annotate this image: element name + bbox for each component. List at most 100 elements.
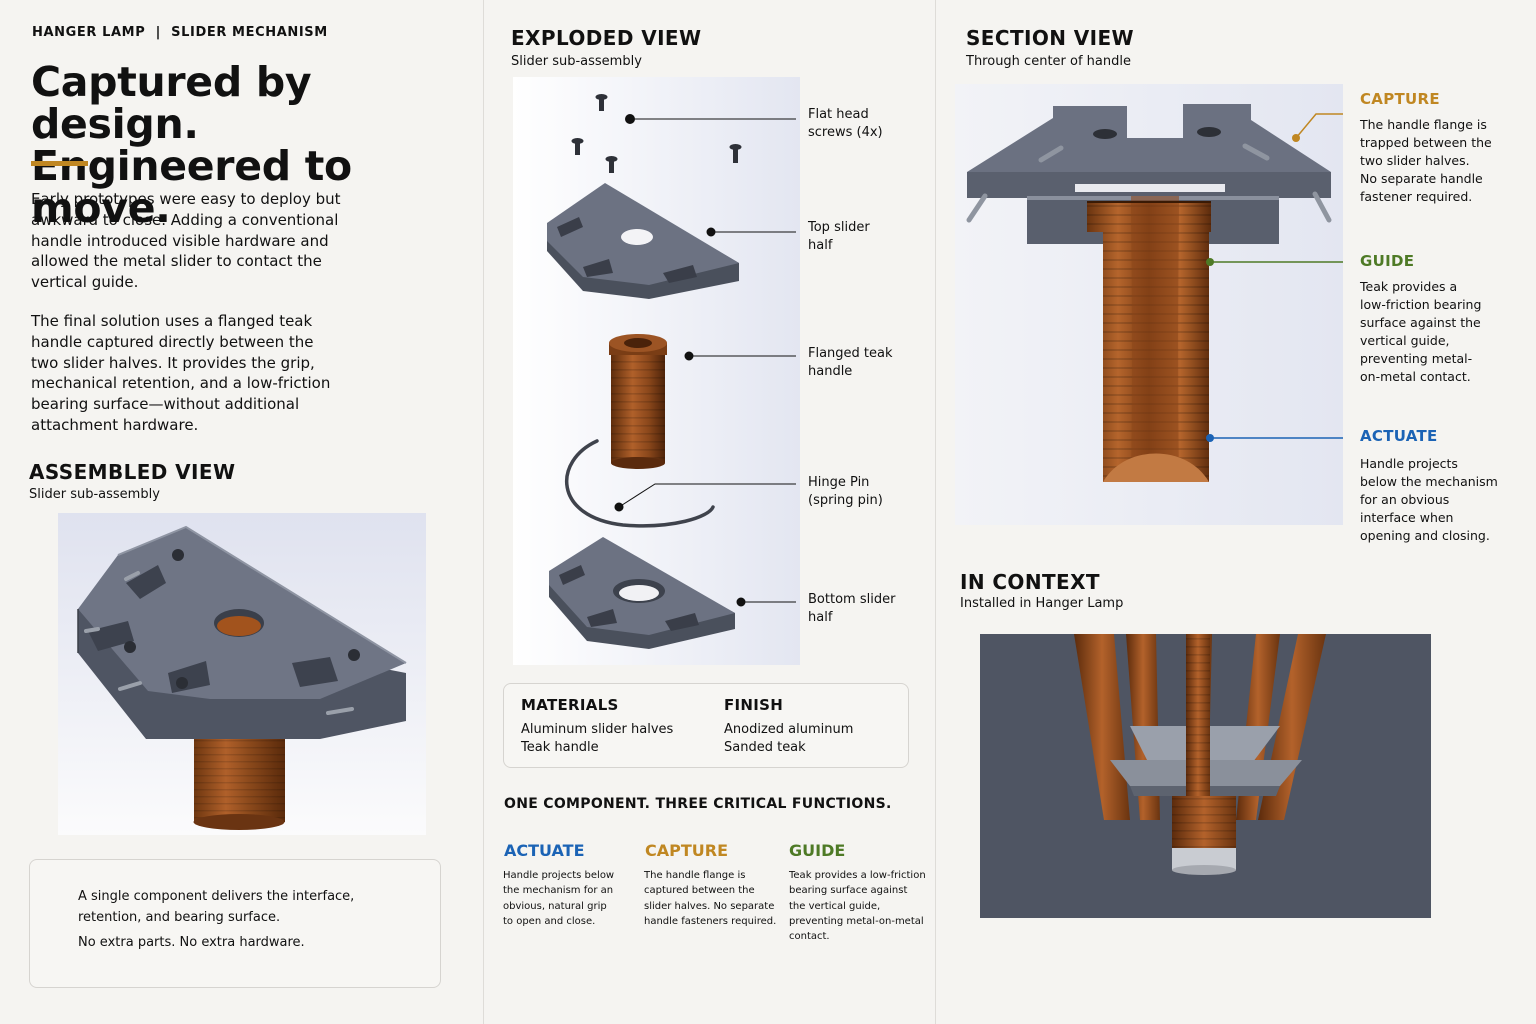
text-line: below the mechanism <box>1360 473 1498 489</box>
function-guide-title: GUIDE <box>789 841 846 860</box>
materials-item: Teak handle <box>521 740 599 755</box>
column-divider-left <box>483 0 484 1024</box>
intro-paragraph-1: Early prototypes were easy to deploy but… <box>31 189 451 293</box>
text-line: No separate handle <box>1360 170 1483 186</box>
text-line: interface when <box>1360 509 1454 525</box>
exploded-view-render <box>513 77 800 665</box>
function-capture-title: CAPTURE <box>645 841 729 860</box>
finish-item: Anodized aluminum <box>724 722 854 737</box>
label-line: handle <box>808 364 853 379</box>
para2-line: handle captured directly between the <box>31 332 314 351</box>
header-kicker: HANGER LAMP | SLIDER MECHANISM <box>32 25 328 40</box>
text-line: the mechanism for an <box>503 885 614 897</box>
headline-line-1: Captured by design. <box>31 58 312 148</box>
text-line: the vertical guide, <box>789 900 881 912</box>
text-line: surface against the <box>1360 314 1481 330</box>
text-line: Handle projects <box>1360 456 1458 471</box>
text-line: Handle projects below <box>503 870 615 881</box>
label-line: screws (4x) <box>808 125 883 140</box>
label-line: Hinge Pin <box>808 475 870 490</box>
para1-line: handle introduced visible hardware and <box>31 231 329 250</box>
section-actuate-title: ACTUATE <box>1360 427 1438 445</box>
label-line: Flat head <box>808 107 869 122</box>
text-line: vertical guide, <box>1360 332 1450 348</box>
text-line: Teak provides a low-friction <box>789 870 926 881</box>
text-line: The handle flange is <box>1360 117 1487 132</box>
label-line: Flanged teak <box>808 346 893 361</box>
text-line: The handle flange is <box>644 870 746 881</box>
materials-item: Aluminum slider halves <box>521 722 674 737</box>
in-context-subtitle: Installed in Hanger Lamp <box>960 596 1124 611</box>
label-line: half <box>808 610 833 625</box>
text-line: preventing metal-on-metal <box>789 915 924 927</box>
text-line: trapped between the <box>1360 134 1492 150</box>
function-actuate-title: ACTUATE <box>504 841 585 860</box>
text-line: slider halves. No separate <box>644 900 775 912</box>
para1-line: allowed the metal slider to contact the <box>31 252 322 271</box>
para2-line: attachment hardware. <box>31 415 199 434</box>
text-line: obvious, natural grip <box>503 900 607 912</box>
assembled-view-title: ASSEMBLED VIEW <box>29 460 236 484</box>
label-top-slider-half: Top slider half <box>808 219 870 255</box>
section-view-render <box>955 84 1343 525</box>
para1-line: awkward to close. Adding a conventional <box>31 210 339 229</box>
headline-line-2: Engineered to move. <box>31 142 352 232</box>
in-context-title: IN CONTEXT <box>960 570 1100 594</box>
label-line: half <box>808 238 833 253</box>
label-line: Top slider <box>808 220 870 235</box>
exploded-view-title: EXPLODED VIEW <box>511 26 702 50</box>
text-line: opening and closing. <box>1360 527 1490 543</box>
label-bottom-slider-half: Bottom slider half <box>808 591 895 627</box>
accent-rule <box>31 161 88 166</box>
text-line: contact. <box>789 931 830 943</box>
text-line: Teak provides a <box>1360 279 1458 294</box>
summary-box: A single component delivers the interfac… <box>29 859 441 988</box>
column-divider-right <box>935 0 936 1024</box>
text-line: to open and close. <box>503 915 596 927</box>
section-guide-title: GUIDE <box>1360 252 1415 270</box>
section-callout-leaders <box>1206 113 1343 442</box>
function-guide-text: Teak provides a low-friction bearing sur… <box>789 868 926 944</box>
function-capture-text: The handle flange is captured between th… <box>644 868 776 929</box>
materials-title: MATERIALS <box>521 696 619 714</box>
function-actuate-text: Handle projects below the mechanism for … <box>503 868 614 929</box>
page-headline: Captured by design. Engineered to move. <box>31 61 476 229</box>
para1-line: vertical guide. <box>31 273 139 292</box>
label-line: Bottom slider <box>808 592 896 607</box>
assembled-view-render <box>58 513 426 835</box>
text-line: fastener required. <box>1360 188 1473 204</box>
summary-line-3: No extra parts. No extra hardware. <box>78 935 305 950</box>
exploded-view-subtitle: Slider sub-assembly <box>511 54 642 69</box>
label-flat-head-screws: Flat head screws (4x) <box>808 106 883 142</box>
finish-title: FINISH <box>724 696 784 714</box>
text-line: low-friction bearing <box>1360 296 1482 312</box>
assembled-view-subtitle: Slider sub-assembly <box>29 487 160 502</box>
para2-line: bearing surface—without additional <box>31 395 300 414</box>
para2-line: two slider halves. It provides the grip, <box>31 353 315 372</box>
materials-finish-box: MATERIALS Aluminum slider halves Teak ha… <box>503 683 909 768</box>
functions-heading: ONE COMPONENT. THREE CRITICAL FUNCTIONS. <box>504 796 892 812</box>
finish-item: Sanded teak <box>724 740 806 755</box>
label-hinge-pin: Hinge Pin (spring pin) <box>808 474 883 510</box>
section-guide-text: Teak provides a low-friction bearing sur… <box>1360 278 1481 385</box>
summary-line-2: retention, and bearing surface. <box>78 910 281 925</box>
text-line: captured between the <box>644 885 755 897</box>
label-flanged-teak-handle: Flanged teak handle <box>808 345 893 381</box>
text-line: handle fasteners required. <box>644 915 777 927</box>
para2-line: The final solution uses a flanged teak <box>31 312 313 330</box>
summary-line-1: A single component delivers the interfac… <box>78 889 355 904</box>
section-view-title: SECTION VIEW <box>966 26 1134 50</box>
intro-paragraph-2: The final solution uses a flanged teak h… <box>31 311 451 436</box>
text-line: bearing surface against <box>789 885 908 897</box>
section-capture-text: The handle flange is trapped between the… <box>1360 116 1492 206</box>
text-line: for an obvious <box>1360 491 1450 507</box>
section-capture-title: CAPTURE <box>1360 90 1440 108</box>
in-context-render <box>980 634 1431 918</box>
section-actuate-text: Handle projects below the mechanism for … <box>1360 455 1498 545</box>
text-line: on-metal contact. <box>1360 368 1471 384</box>
para1-line: Early prototypes were easy to deploy but <box>31 190 341 208</box>
para2-line: mechanical retention, and a low-friction <box>31 374 331 393</box>
text-line: preventing metal- <box>1360 350 1473 366</box>
label-line: (spring pin) <box>808 493 883 508</box>
section-view-subtitle: Through center of handle <box>966 54 1131 69</box>
